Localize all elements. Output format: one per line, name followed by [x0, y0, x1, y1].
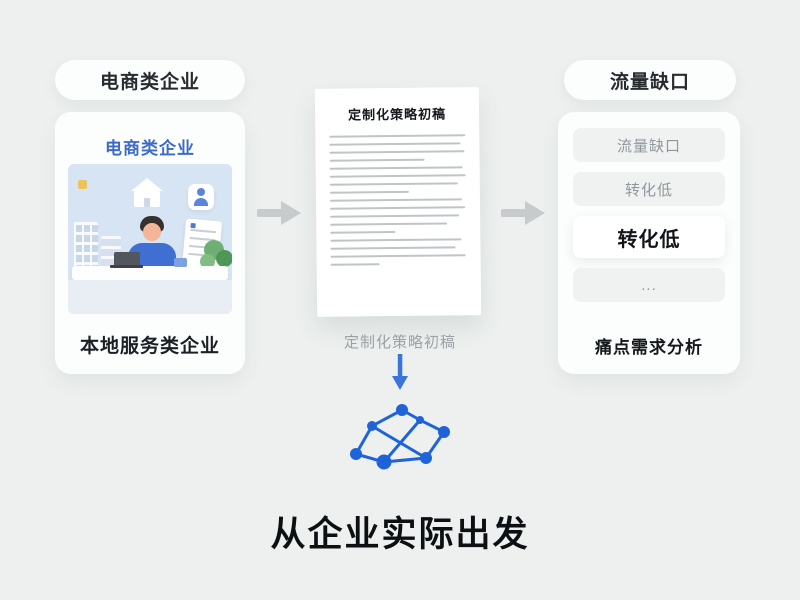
laptop-icon	[110, 265, 143, 268]
document-title: 定制化策略初稿	[347, 106, 447, 123]
document-text-line	[330, 230, 396, 234]
document-text-line	[329, 134, 466, 139]
network-graph-icon	[350, 404, 450, 470]
ecommerce-card: 电商类企业	[55, 112, 245, 374]
laptop-icon	[114, 252, 140, 267]
traffic-gap-pill-label: 流量缺口	[609, 71, 690, 93]
document-text-line	[330, 254, 466, 258]
workspace-illustration	[68, 164, 232, 314]
panel-items: 流量缺口转化低转化低...	[573, 128, 725, 302]
document-text-line	[330, 246, 456, 250]
document-text-line	[330, 238, 461, 242]
desk	[72, 266, 228, 280]
person-avatar-icon	[188, 184, 214, 210]
panel-caption: 痛点需求分析	[595, 338, 703, 357]
ecommerce-card-caption: 本地服务类企业	[79, 336, 220, 357]
document-text-line	[329, 198, 462, 202]
document-text-line	[330, 214, 460, 218]
ecommerce-card-title: 电商类企业	[105, 139, 195, 158]
arrow-right-icon	[501, 201, 545, 225]
panel-item: ...	[573, 268, 725, 302]
document-text-line	[329, 150, 465, 155]
painpoints-panel: 流量缺口转化低转化低... 痛点需求分析	[558, 112, 740, 374]
document-text-line	[329, 142, 460, 147]
headline: 从企业实际出发	[270, 515, 530, 554]
panel-item: 转化低	[573, 216, 725, 258]
arrow-right-icon	[257, 201, 301, 225]
panel-item: 流量缺口	[573, 128, 725, 162]
window-icon	[78, 180, 87, 189]
traffic-gap-pill: 流量缺口	[564, 60, 736, 100]
worker-figure	[143, 223, 161, 241]
document-text-line	[329, 182, 458, 187]
document-text-line	[329, 174, 466, 179]
document-text-line	[329, 158, 425, 163]
arrow-down-icon	[392, 354, 408, 390]
document-text-line	[330, 262, 380, 266]
strategy-document: 定制化策略初稿	[314, 87, 482, 317]
document-text-line	[329, 190, 409, 194]
desk-item	[174, 258, 187, 267]
desk-front	[68, 280, 232, 314]
plant-icon	[216, 250, 232, 267]
document-text-line	[330, 222, 448, 226]
document-text-lines	[315, 122, 480, 266]
ecommerce-pill-label: 电商类企业	[99, 71, 200, 93]
ecommerce-pill: 电商类企业	[55, 60, 245, 100]
document-text-line	[329, 166, 463, 171]
document-caption: 定制化策略初稿	[343, 334, 456, 351]
plant-icon	[200, 254, 215, 269]
panel-item: 转化低	[573, 172, 725, 206]
document-text-line	[330, 206, 465, 210]
house-icon	[128, 178, 166, 210]
